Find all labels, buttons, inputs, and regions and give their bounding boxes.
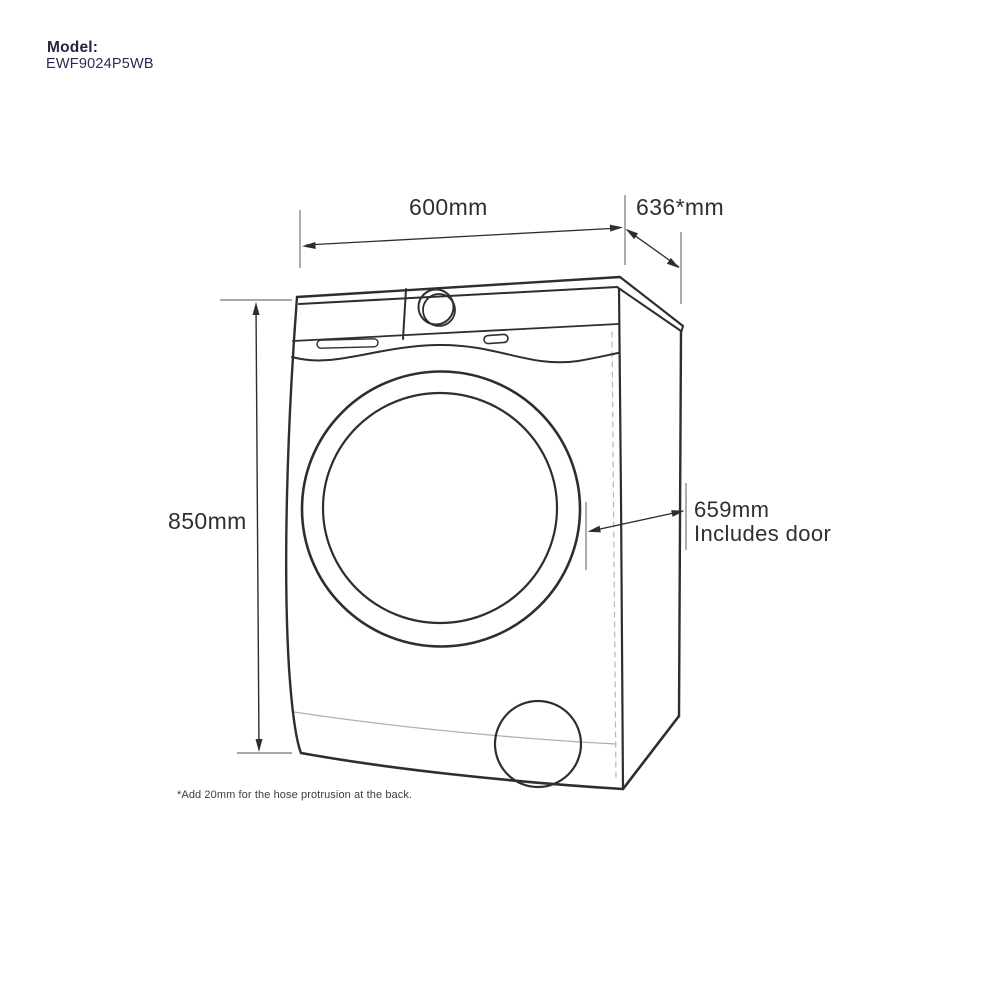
height-arrow-line: [255, 304, 260, 750]
model-label: Model:: [47, 39, 99, 56]
door-depth-dimension-note: Includes door: [694, 521, 832, 546]
height-arrowhead-bottom: [255, 739, 263, 752]
body-fill: [285, 277, 683, 789]
control-panel-divider: [402, 288, 407, 340]
model-number: EWF9024P5WB: [46, 56, 154, 72]
panel-display-pill: [483, 333, 509, 345]
left-edge: [284, 295, 303, 755]
panel-edge-dashed-line: [611, 331, 617, 781]
depth-arrowhead-rear: [666, 257, 680, 269]
door-outer-ring: [300, 370, 582, 648]
control-panel-bottom-edge: [292, 323, 619, 342]
dimension-depth-636: [625, 228, 682, 304]
width-arrowhead-right: [609, 224, 623, 232]
door-depth-arrowhead-right: [671, 510, 685, 517]
height-dimension-label: 850mm: [168, 508, 247, 534]
drain-pump-cover: [493, 699, 583, 789]
front-swoosh-line: [291, 343, 619, 364]
height-arrowhead-top: [252, 302, 260, 315]
front-right-edge: [617, 287, 625, 791]
washing-machine-body: [284, 275, 685, 791]
dimension-height-850: [220, 299, 292, 754]
width-dimension-label: 600mm: [409, 194, 488, 220]
width-arrow-line: [305, 227, 621, 246]
depth-dimension-label: 636*mm: [636, 194, 725, 220]
dimension-width-600: [299, 195, 626, 268]
detergent-drawer-handle: [316, 338, 379, 349]
top-rim-inner: [616, 286, 682, 332]
dimension-door-depth-659: [585, 483, 687, 570]
hose-protrusion-footnote: *Add 20mm for the hose protrusion at the…: [177, 789, 413, 801]
bottom-right-diagonal-edge: [621, 714, 681, 791]
top-inner-edge: [298, 286, 618, 305]
depth-arrowhead-front: [625, 228, 639, 240]
program-knob-inner: [422, 293, 456, 327]
rear-right-edge: [677, 329, 683, 718]
width-arrowhead-left: [302, 242, 316, 249]
program-knob-outer: [417, 288, 455, 326]
top-rim-outer: [618, 275, 685, 328]
door-glass: [321, 391, 559, 625]
door-depth-dimension-label: 659mm: [694, 497, 770, 522]
door-depth-arrow-line: [590, 510, 684, 532]
kickplate-line: [293, 711, 617, 745]
top-front-edge: [295, 275, 622, 299]
door-depth-arrowhead-left: [587, 525, 601, 533]
bottom-front-edge: [299, 751, 625, 791]
